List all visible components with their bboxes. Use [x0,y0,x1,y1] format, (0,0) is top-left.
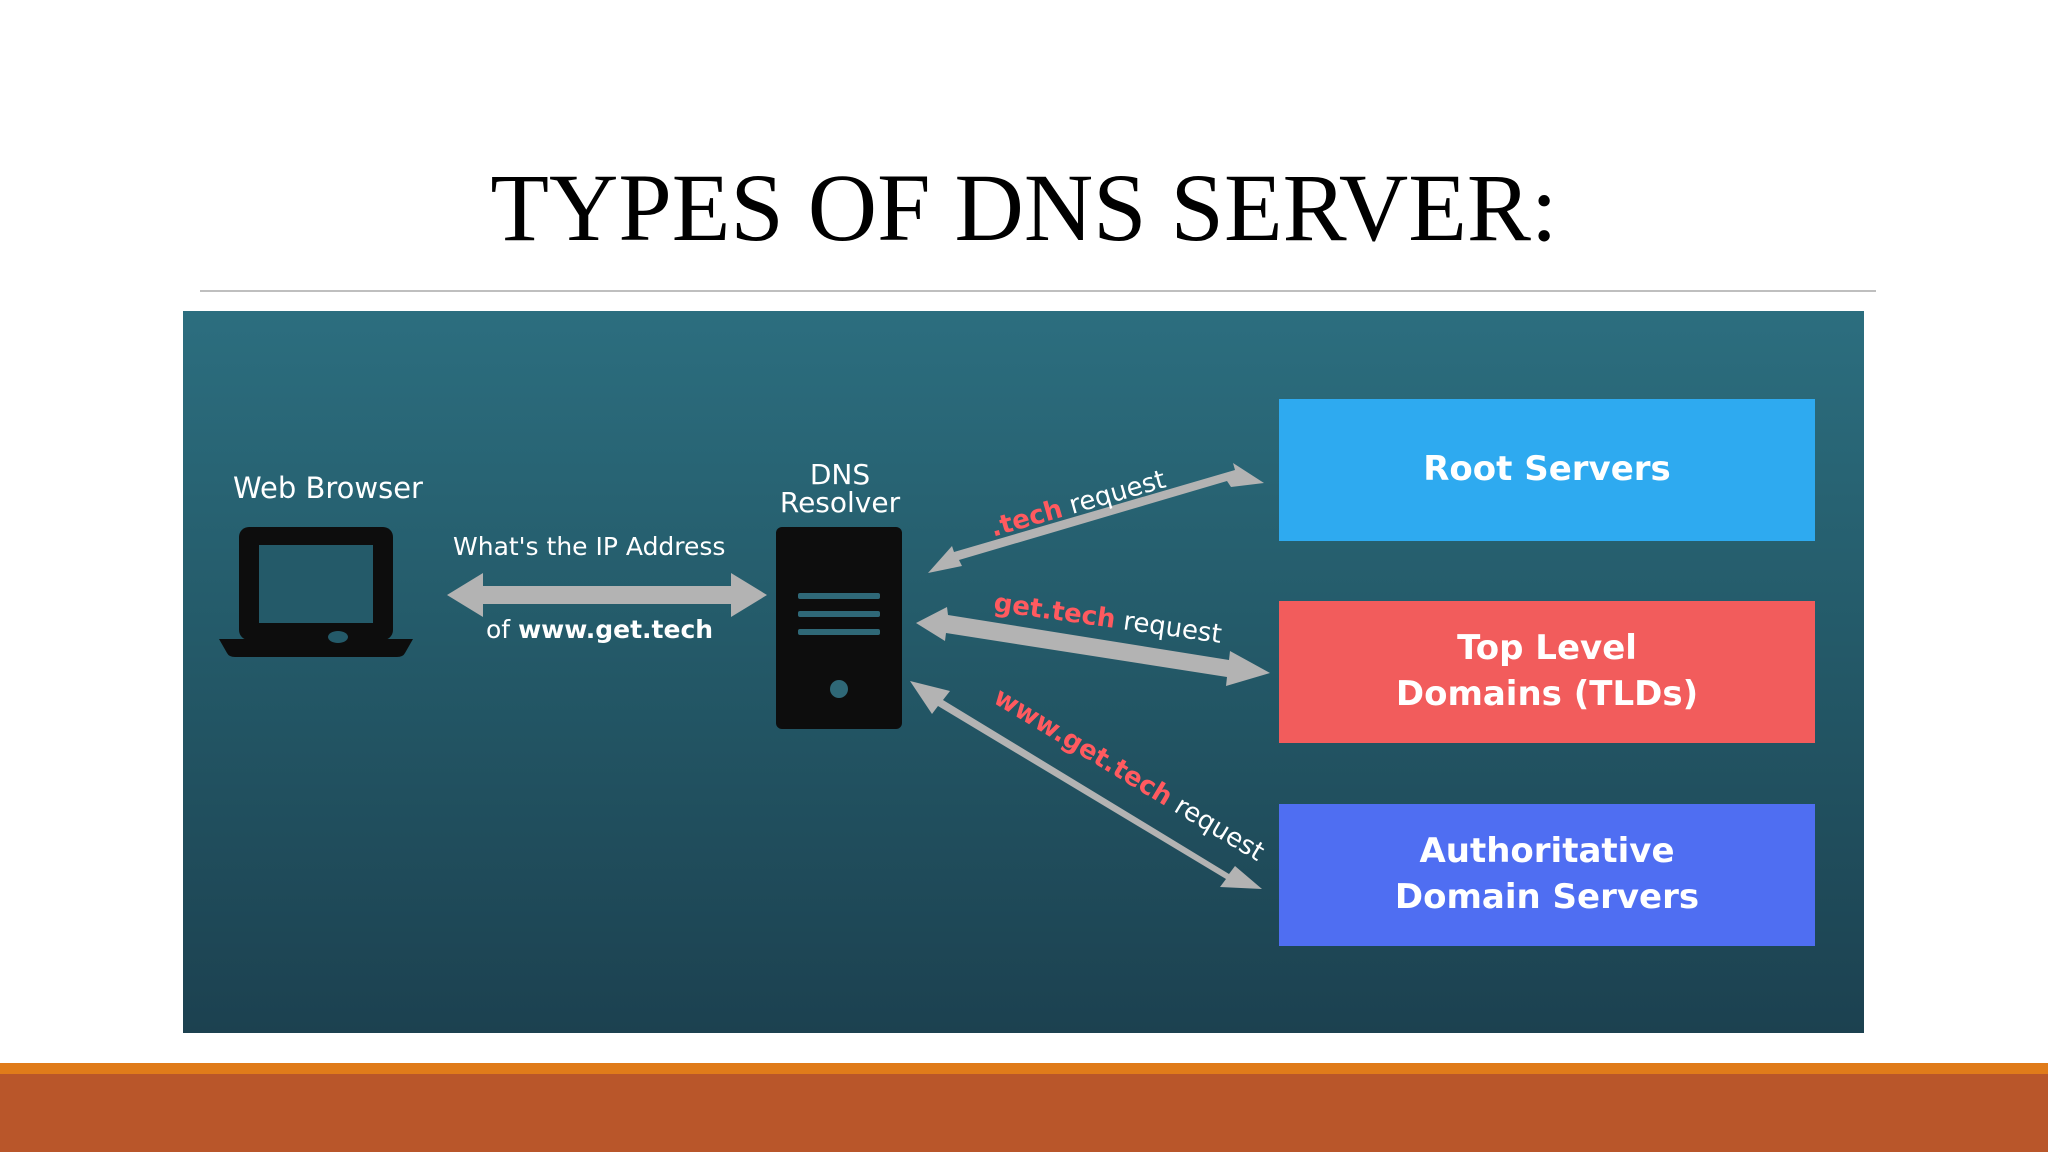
laptop-icon [219,527,413,657]
root-servers-box: Root Servers [1279,399,1815,541]
tld-servers-line2: Domains (TLDs) [1395,674,1699,714]
authoritative-servers-line2: Domain Servers [1394,877,1700,917]
query-domain: www.get.tech [518,615,714,644]
query-prefix: of [486,615,511,644]
diagram-graphics [219,399,1815,946]
dns-resolver-label-line2: Resolver [779,486,901,519]
web-browser-label: Web Browser [233,471,423,505]
footer-accent-stripe [0,1063,2048,1074]
footer-bar [0,1074,2048,1152]
authoritative-servers-box-bg [1279,804,1815,946]
server-icon [776,527,902,729]
authoritative-servers-box: Authoritative Domain Servers [1279,804,1815,946]
arrow-tld-servers [916,607,1270,686]
dns-diagram: Web Browser DNS Resolver What's the IP A… [183,311,1864,1033]
query-text-line2: of www.get.tech [486,615,713,644]
query-text-line1: What's the IP Address [453,532,726,561]
tld-servers-box-bg [1279,601,1815,743]
root-servers-line1: Root Servers [1423,449,1671,490]
dns-resolver-label-line1: DNS [809,458,871,491]
tld-servers-box: Top Level Domains (TLDs) [1279,601,1815,743]
title-divider [200,290,1876,292]
authoritative-servers-line1: Authoritative [1419,831,1675,872]
arrow-authoritative-servers [910,681,1262,889]
root-servers-box-bg [1279,399,1815,541]
slide-title: TYPES OF DNS SERVER: [490,154,1558,261]
arrow-root-servers [928,463,1264,573]
dns-resolver-label: DNS Resolver [745,461,935,517]
query-double-arrow [447,573,767,617]
tld-servers-line1: Top Level [1457,628,1637,669]
